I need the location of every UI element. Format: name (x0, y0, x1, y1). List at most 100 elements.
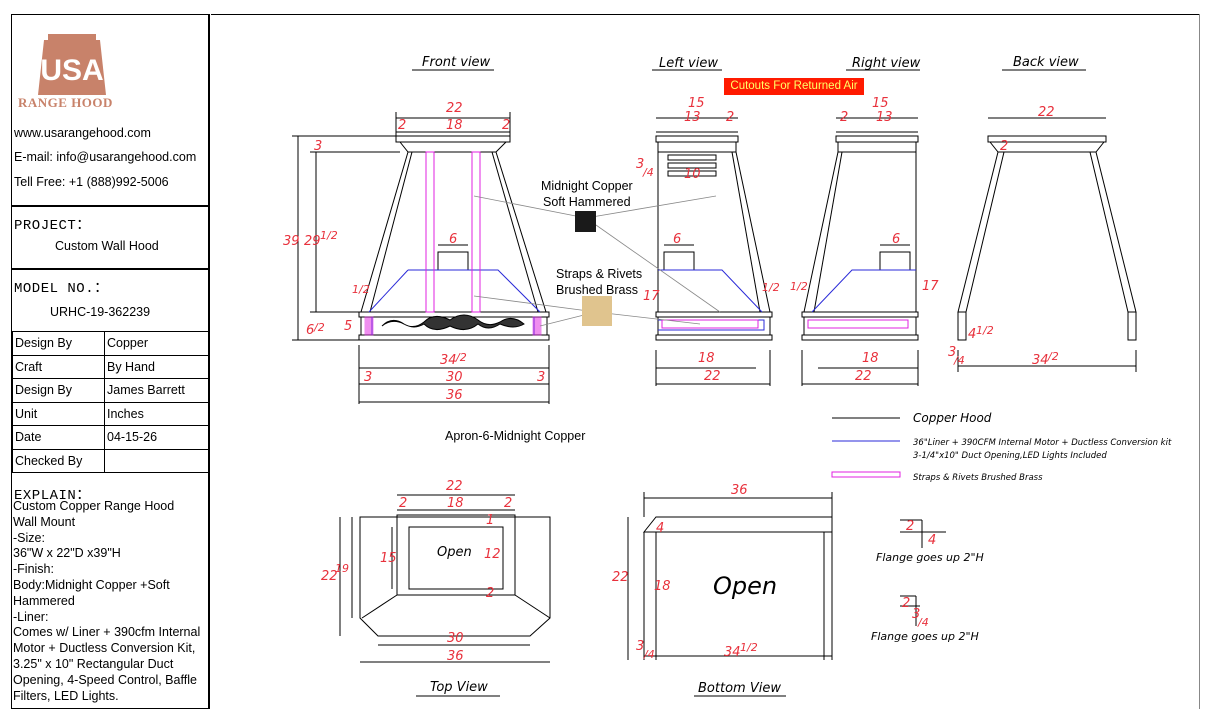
straps-label-1: Straps & Rivets (556, 267, 642, 281)
front-view-title: Front view (422, 55, 491, 70)
brass-swatch (582, 296, 612, 326)
dim-label: 6 (892, 232, 900, 247)
spec-value: By Hand (104, 354, 209, 379)
dim-label: 18 (698, 351, 715, 366)
copper-swatch (575, 211, 596, 232)
dim-label: 36 (446, 388, 463, 403)
dim-label: 18 (862, 351, 879, 366)
dim-label: 34 (1032, 353, 1049, 368)
dim-label: 6 (673, 232, 681, 247)
spec-value: James Barrett (104, 378, 209, 403)
dim-label: 1/2 (762, 281, 780, 294)
right-border (1199, 14, 1200, 709)
spec-key: Unit (12, 401, 105, 426)
legend-straps-swatch (831, 471, 901, 478)
dim-label: 1/2 (352, 283, 370, 296)
spec-value: Copper (104, 331, 209, 356)
left-view (652, 69, 773, 386)
dim-label: 13 (876, 110, 893, 125)
explain-label: EXPLAIN： (14, 488, 91, 504)
dim-label: 17 (922, 279, 939, 294)
finish-label-2: Soft Hammered (543, 195, 631, 209)
dim-label: 10 (684, 167, 701, 182)
dim-label: 30 (447, 631, 464, 646)
dim-label: 3 (364, 370, 372, 385)
dim-label: 6 (306, 323, 314, 338)
dim-label: 3 (636, 639, 644, 654)
finish-label-1: Midnight Copper (541, 179, 633, 193)
callout-leaders (473, 195, 721, 327)
explain-line: -Liner: (13, 609, 49, 624)
dim-label: 3 (912, 607, 920, 622)
divider (12, 268, 209, 270)
dim-label: 3 (636, 157, 644, 172)
dim-label: 34 (724, 645, 741, 660)
dim-label: 4 (656, 521, 664, 536)
legend-liner-label-2: 3-1/4"x10" Duct Opening,LED Lights Inclu… (913, 451, 1107, 461)
top-open-label: Open (437, 545, 472, 560)
dim-label: 2 (726, 110, 734, 125)
dim-label: 22 (855, 369, 872, 384)
legend-straps-label: Straps & Rivets Brushed Brass (913, 473, 1043, 483)
dim-label: 1/2 (790, 280, 808, 293)
dim-label: 6 (449, 232, 457, 247)
dim-label: /4 (917, 616, 929, 629)
dim-label: /2 (1047, 350, 1059, 363)
dim-label: 1 (486, 513, 494, 528)
email-text: E-mail: info@usarangehood.com (14, 150, 197, 164)
divider (12, 205, 209, 207)
explain-line: Motor + Ductless Conversion Kit, (13, 641, 196, 656)
dim-label: 22 (704, 369, 721, 384)
model-value: URHC-19-362239 (50, 305, 151, 319)
explain-line: 3.25" x 10" Rectangular Duct (13, 656, 174, 671)
flange-note-2: Flange goes up 2"H (871, 630, 979, 643)
back-view-title: Back view (1013, 55, 1079, 70)
spec-value: 04-15-26 (104, 425, 209, 450)
explain-line: Filters, LED Lights. (13, 688, 119, 703)
dim-label: 15 (872, 96, 889, 111)
dim-label: 2 (502, 118, 510, 133)
dim-label: 4 (928, 533, 936, 548)
spec-key: Date (12, 425, 105, 450)
top-view (339, 494, 551, 697)
front-view (292, 69, 550, 404)
dim-label: 39 (283, 234, 300, 249)
top-view-title: Top View (430, 680, 488, 695)
flange-note-1: Flange goes up 2"H (876, 551, 984, 564)
back-view (957, 69, 1137, 372)
apron-label: Apron-6-Midnight Copper (445, 429, 585, 443)
dim-label: 5 (344, 319, 352, 334)
dim-label: 3 (314, 139, 322, 154)
explain-line: Body:Midnight Copper +Soft (13, 577, 170, 592)
dim-label: 22 (1038, 105, 1055, 120)
explain-line: Opening, 4-Speed Control, Baffle (13, 672, 197, 687)
explain-line: Wall Mount (13, 514, 76, 529)
dim-label: /2 (313, 321, 325, 334)
dim-label: 1/2 (740, 641, 758, 654)
spec-key: Design By (12, 331, 105, 356)
dim-label: 22 (612, 570, 629, 585)
explain-line: -Size: (13, 530, 45, 545)
dim-label: 1/2 (976, 324, 994, 337)
dim-label: 2 (486, 586, 494, 601)
legend (831, 417, 901, 478)
dim-label: 3 (537, 370, 545, 385)
dim-label: 13 (684, 110, 701, 125)
dim-label: 30 (446, 370, 463, 385)
dim-label: 1/2 (320, 229, 338, 242)
dim-label: 17 (643, 289, 660, 304)
spec-value: Inches (104, 401, 209, 426)
dim-label: 2 (398, 118, 406, 133)
explain-line: Hammered (13, 593, 75, 608)
dim-label: 22 (321, 569, 338, 584)
dim-label: /4 (643, 648, 655, 661)
dim-label: 15 (380, 551, 397, 566)
dim-label: 2 (1000, 139, 1008, 154)
dim-label: /4 (642, 166, 654, 179)
title-block: USA RANGE HOOD www.usarangehood.com E-ma… (11, 14, 210, 709)
